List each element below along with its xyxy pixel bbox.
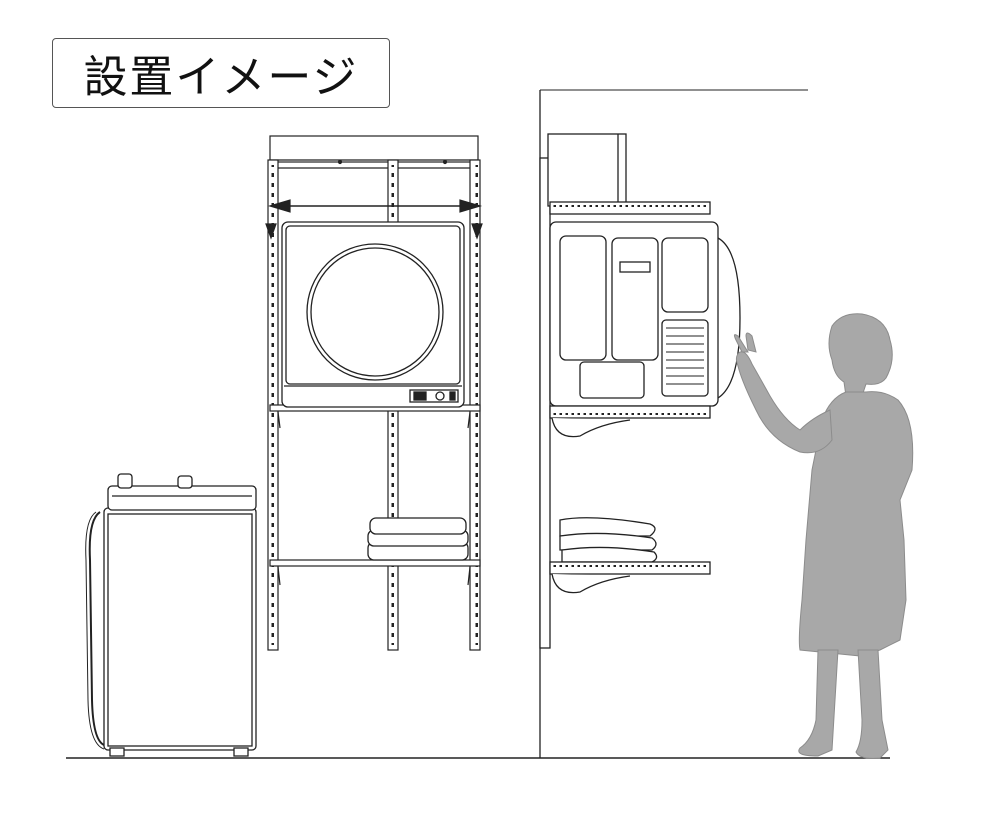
- side-top-block: [547, 133, 627, 207]
- washing-machine: [85, 473, 257, 757]
- dryer-side-vent: [661, 319, 709, 397]
- rack-shelf-lower: [269, 559, 481, 567]
- towels-front: [367, 517, 469, 561]
- towels-side: [559, 517, 658, 563]
- page-title: 設置イメージ: [83, 52, 359, 103]
- title-box: 設置イメージ: [52, 38, 390, 108]
- dryer-door: [306, 243, 444, 381]
- bracket-arrow-left: [267, 199, 291, 213]
- dryer-side: [549, 221, 719, 407]
- side-view: [539, 89, 808, 758]
- person-silhouette: [733, 313, 914, 759]
- rack-top-frame: [269, 135, 479, 163]
- dryer-front: [281, 221, 465, 408]
- bracket-arrow-right: [459, 199, 483, 213]
- wall-panel: [539, 157, 551, 649]
